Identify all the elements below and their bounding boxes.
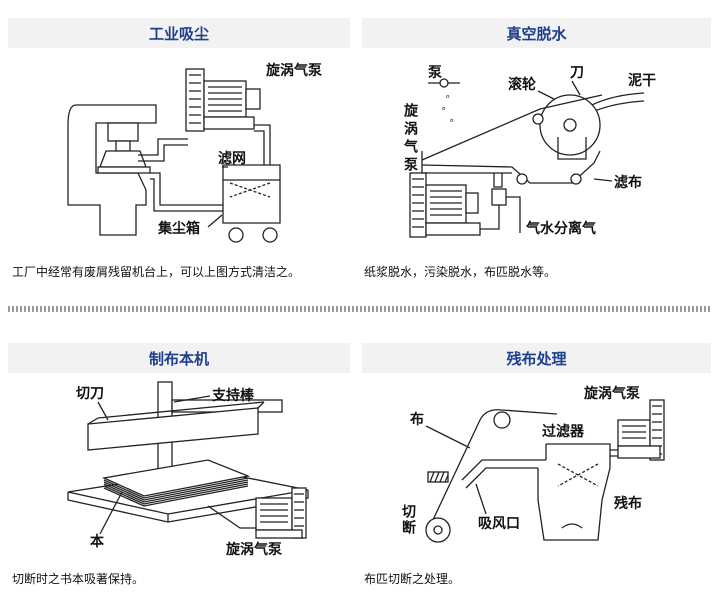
label-support-rod: 支持棒 xyxy=(211,387,255,404)
hood xyxy=(99,150,147,168)
panel-header-bookbinding: 制布本机 xyxy=(8,343,350,373)
label-scrap-cloth: 残布 xyxy=(614,495,642,512)
label-dust-box: 集尘箱 xyxy=(157,220,200,237)
cloth xyxy=(431,409,558,523)
cutter-block xyxy=(427,471,449,483)
scrap-cloth-diagram: 旋涡气泵 布 过滤器 切断 吸风口 残布 xyxy=(400,385,665,543)
label-knife: 刀 xyxy=(570,65,584,81)
label-filter: 过滤器 xyxy=(542,423,585,440)
section-divider xyxy=(8,306,711,312)
caption-vacuum-dewater: 纸浆脱水，污染脱水，布匹脱水等。 xyxy=(364,265,557,279)
filter-unit xyxy=(537,443,611,541)
caption-scrap-cloth: 布匹切断之处理。 xyxy=(364,572,461,586)
panel-title: 残布处理 xyxy=(506,349,567,368)
label-roller: 滚轮 xyxy=(508,76,536,93)
panel-title: 制布本机 xyxy=(148,349,209,368)
book-stack xyxy=(101,459,251,507)
label-suction-port: 吸风口 xyxy=(478,516,520,532)
panel-header-vacuum-dewater: 真空脱水 xyxy=(362,18,711,48)
label-cloth: 布 xyxy=(410,411,424,428)
label-separator: 气水分离气 xyxy=(525,220,596,237)
svg-text:ᵒ: ᵒ xyxy=(450,118,454,128)
vacuum-dewater-diagram: 泵 ᵒ ᵒ ᵒ 滚轮 刀 泥干 旋涡气泵 滤布 气水分离气 xyxy=(402,65,656,238)
label-vortex-pump-3: 旋涡气泵 xyxy=(583,385,640,402)
label-book: 本 xyxy=(90,533,105,550)
label-cloth-filter: 滤布 xyxy=(614,174,642,191)
industrial-dust-diagram: 旋涡气泵 滤网 集尘箱 xyxy=(67,62,322,243)
vortex-pump xyxy=(255,487,307,539)
label-cutter: 切刀 xyxy=(76,386,104,402)
caption-industrial-dust: 工厂中经常有废屑残留机台上，可以上图方式清洁之。 xyxy=(12,265,301,279)
panel-header-industrial-dust: 工业吸尘 xyxy=(8,18,350,48)
separator xyxy=(491,188,507,206)
svg-text:ᵒ: ᵒ xyxy=(446,94,450,104)
vortex-pump xyxy=(617,399,665,461)
vortex-pump xyxy=(409,172,481,238)
panel-title: 工业吸尘 xyxy=(148,24,209,43)
caption-bookbinding: 切断时之书本吸著保持。 xyxy=(12,572,145,586)
panel-title: 真空脱水 xyxy=(506,24,567,43)
bookbinding-diagram: 切刀 支持棒 本 旋涡气泵 xyxy=(67,381,309,558)
duct xyxy=(138,138,188,156)
panel-header-scrap-cloth: 残布处理 xyxy=(362,343,711,373)
label-filter: 滤网 xyxy=(218,150,246,167)
cutter xyxy=(87,407,259,451)
machine-frame xyxy=(67,104,157,236)
label-cut: 切断 xyxy=(400,504,416,536)
label-vortex-pump-1: 旋涡气泵 xyxy=(402,102,419,175)
suction-nozzle xyxy=(461,459,546,481)
label-vortex-pump: 旋涡气泵 xyxy=(265,62,322,79)
dust-box xyxy=(222,164,281,243)
vortex-pump xyxy=(185,68,261,132)
belt xyxy=(421,94,603,161)
spindle xyxy=(107,122,139,142)
label-mud: 泥干 xyxy=(628,72,656,89)
svg-text:ᵒ: ᵒ xyxy=(442,106,446,116)
label-vortex-pump-2: 旋涡气泵 xyxy=(225,541,282,558)
label-pump-top: 泵 xyxy=(428,65,442,81)
